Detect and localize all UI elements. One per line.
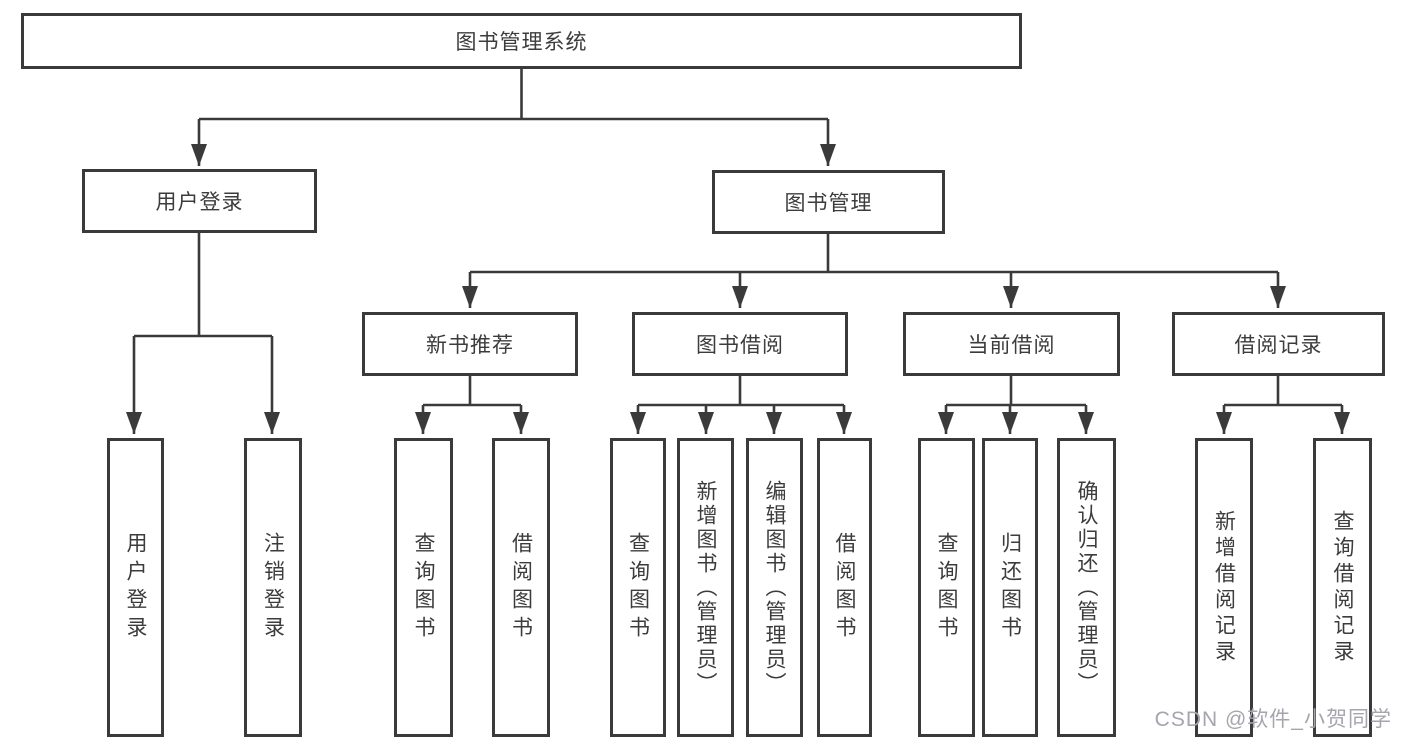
leaf-borrow-books-recommend: 借阅图书 xyxy=(492,438,550,737)
leaf-add-books-admin: 新增图书（管理员） xyxy=(677,438,734,737)
node-library-management-system: 图书管理系统 xyxy=(21,13,1022,69)
leaf-return-books: 归还图书 xyxy=(982,438,1038,737)
leaf-edit-books-admin: 编辑图书（管理员） xyxy=(746,438,803,737)
leaf-logout: 注销登录 xyxy=(244,438,302,737)
leaf-query-borrow-record: 查询借阅记录 xyxy=(1313,438,1372,737)
leaf-query-books-current: 查询图书 xyxy=(918,438,975,737)
node-borrow-records: 借阅记录 xyxy=(1172,312,1385,376)
node-user-login: 用户登录 xyxy=(82,169,317,233)
leaf-query-books-borrowing: 查询图书 xyxy=(610,438,666,737)
node-current-borrowing: 当前借阅 xyxy=(903,312,1120,376)
leaf-add-borrow-record: 新增借阅记录 xyxy=(1195,438,1253,737)
csdn-watermark: CSDN @软件_小贺同学 xyxy=(1154,708,1392,731)
leaf-confirm-return-admin: 确认归还（管理员） xyxy=(1057,438,1116,737)
leaf-query-books-recommend: 查询图书 xyxy=(394,438,453,737)
leaf-user-login: 用户登录 xyxy=(107,438,164,737)
node-book-management: 图书管理 xyxy=(712,170,945,234)
node-book-borrowing: 图书借阅 xyxy=(632,312,848,376)
node-new-book-recommend: 新书推荐 xyxy=(362,312,578,376)
leaf-borrow-books: 借阅图书 xyxy=(817,438,872,737)
